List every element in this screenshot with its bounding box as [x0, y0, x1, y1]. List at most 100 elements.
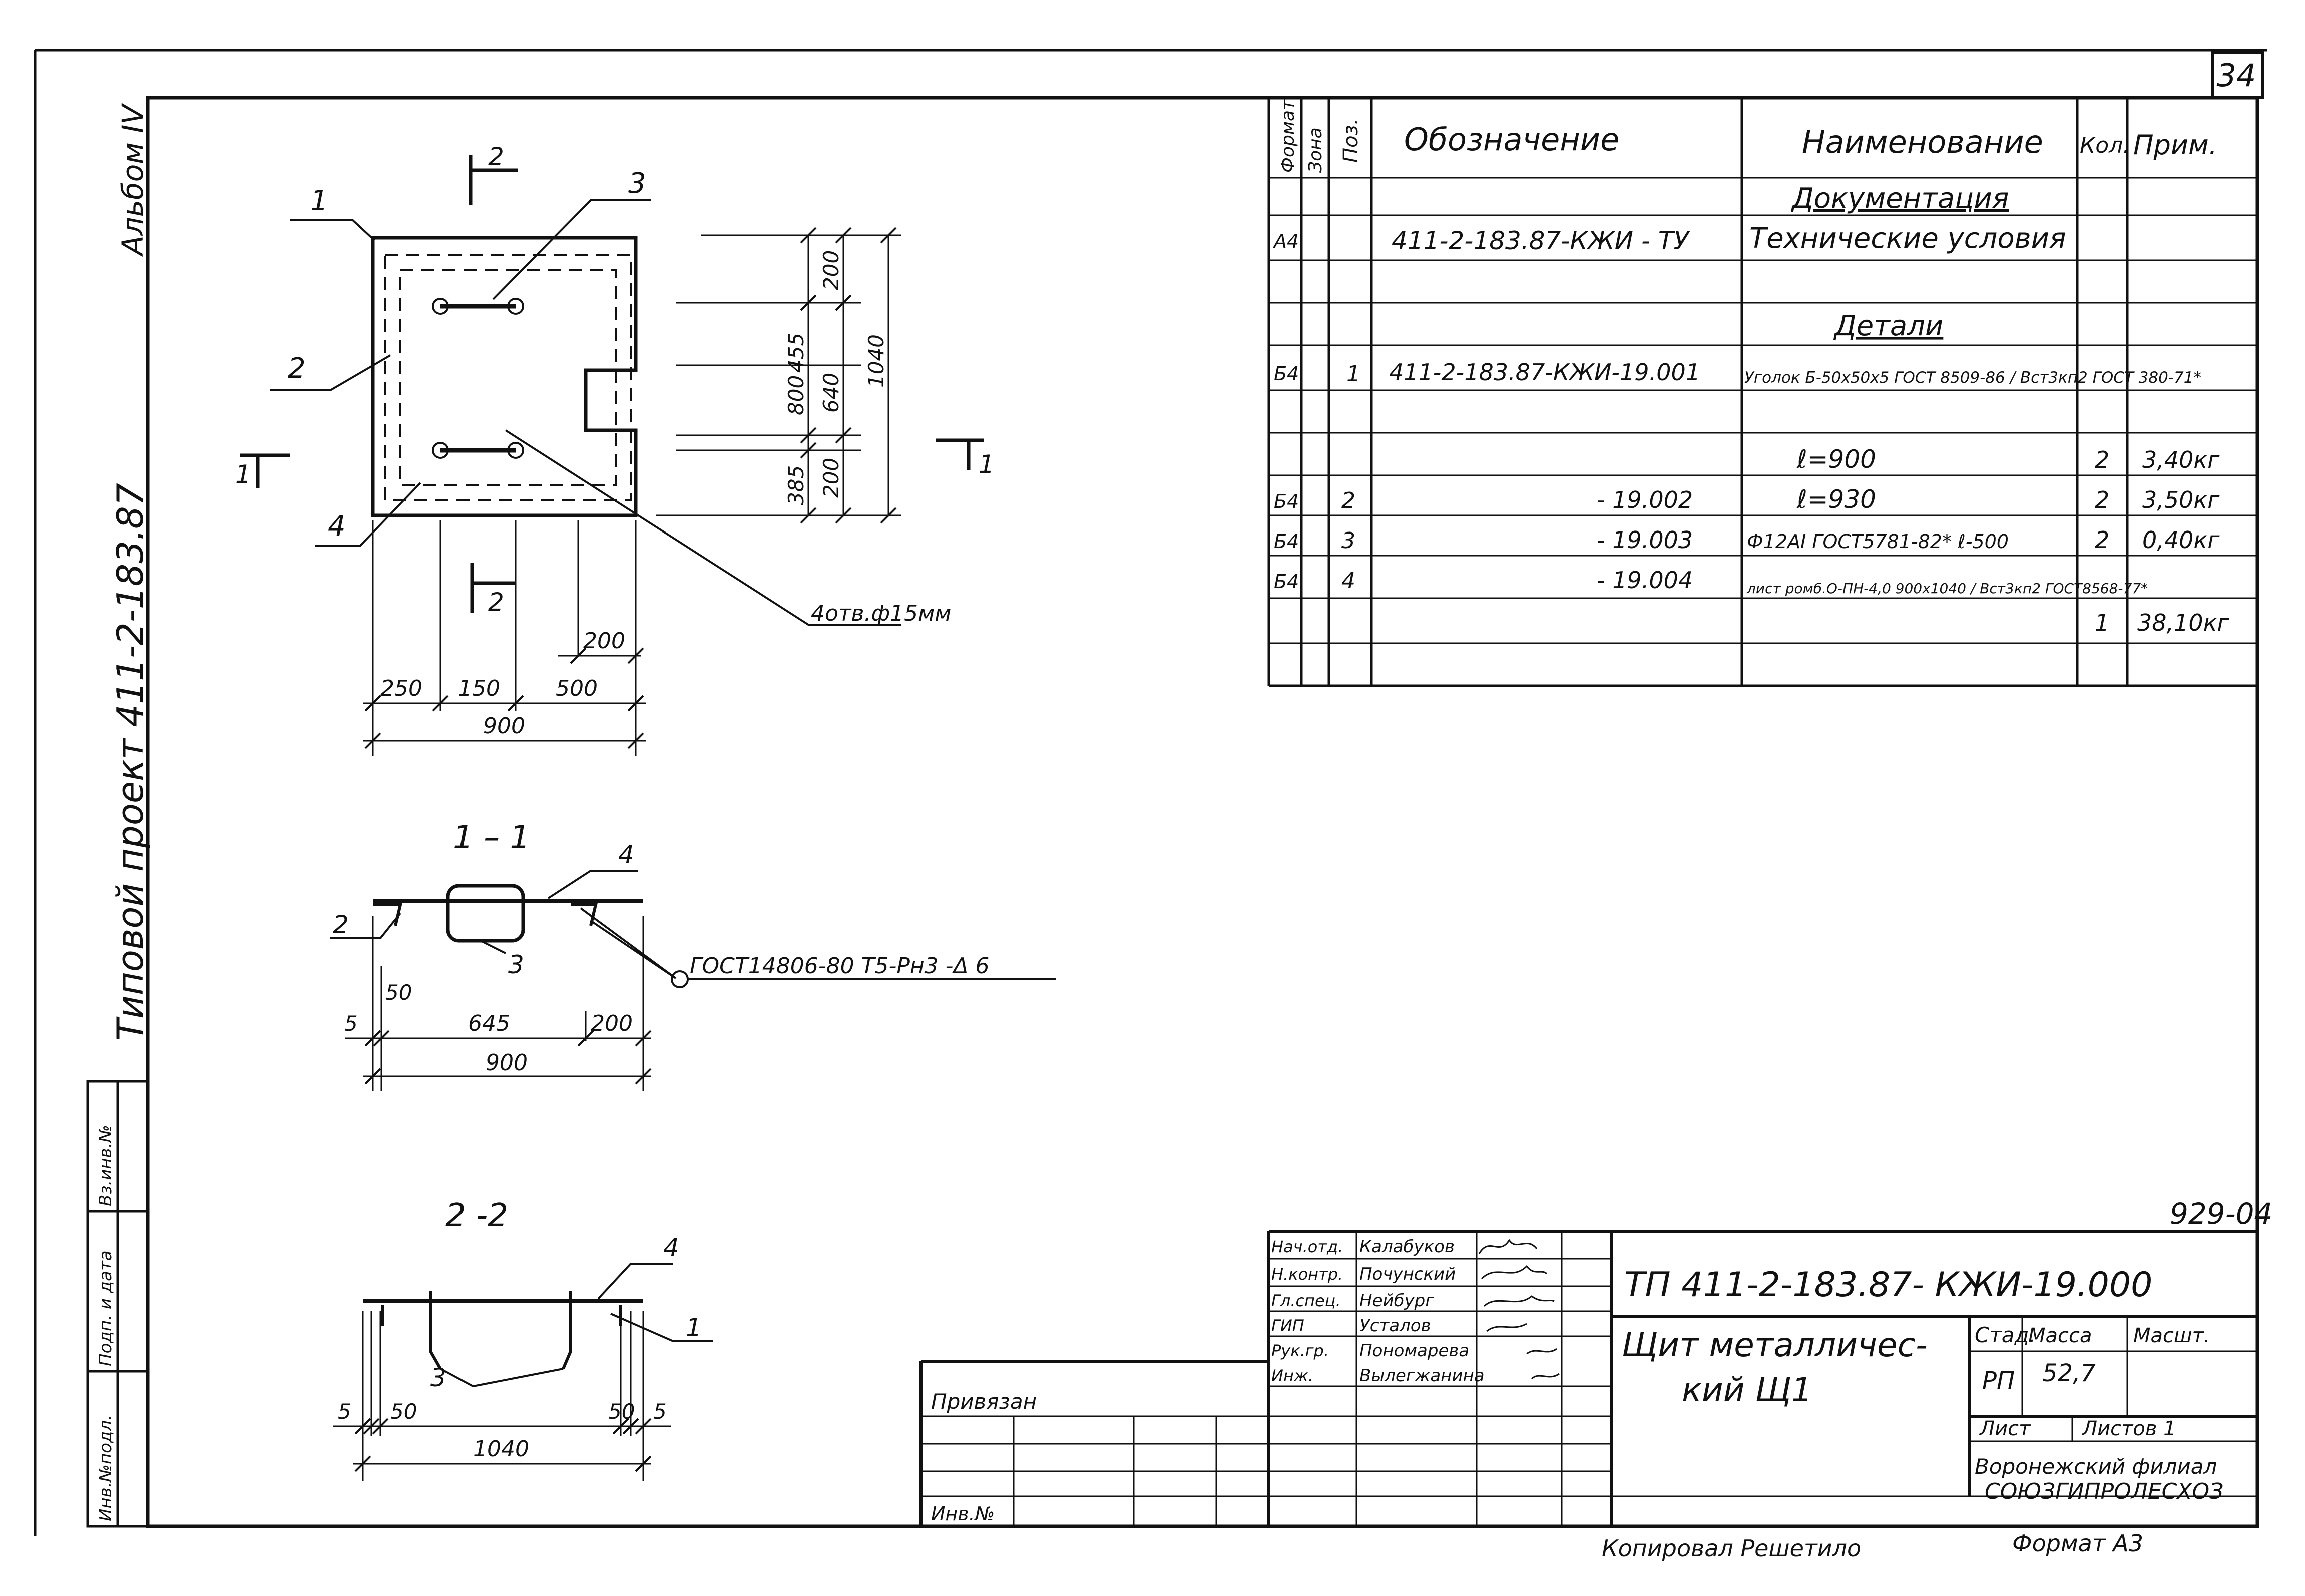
title-line-2: кий Щ1	[1682, 1371, 1812, 1409]
section-1-bar	[446, 884, 525, 943]
dim-bottom-150: 150	[458, 676, 500, 701]
spec-row-4-pos: 1	[1346, 361, 1360, 387]
sig-name-2: Почунский	[1359, 1264, 1456, 1284]
dim-right-455: 455	[784, 333, 808, 373]
spec-row-4-designation: 411-2-183.87-КЖИ-19.001	[1389, 359, 1700, 386]
spec-row-7-format: Б4	[1274, 530, 1299, 553]
section-1-pos-3: 3	[508, 950, 524, 979]
spec-row-8-format: Б4	[1274, 571, 1299, 593]
sig-role-3: Гл.спец.	[1271, 1291, 1341, 1310]
dim-bottom-900: 900	[483, 713, 525, 739]
section-1-1: 1 – 1 2 3 4 ГОСТ14806-80 Т5-Рн3 -Δ 6 5 5…	[330, 819, 1056, 1091]
stage-value: РП	[1982, 1367, 2015, 1395]
section-2-2: 2 -2 4 1 3 5 50 50 5 1040	[333, 1197, 713, 1481]
holes-note: 4отв.ф15мм	[811, 601, 951, 626]
spec-row-6-pos: 2	[1341, 488, 1355, 513]
plan-dims-right: 200 455 640 800 1040 385 200	[656, 227, 901, 524]
section-1-dim-200: 200	[591, 1011, 633, 1036]
hole-1	[432, 298, 449, 315]
sig-name-1: Калабуков	[1359, 1237, 1455, 1257]
spec-header-name: Наименование	[1802, 124, 2043, 160]
spec-row-7-pos: 3	[1341, 528, 1355, 554]
project-label: Типовой проект 411-2-183.87	[109, 483, 151, 1041]
footer-copied: Копировал Решетило	[1602, 1535, 1861, 1562]
sheet-number: 34	[2217, 57, 2256, 94]
section-1-dim-645: 645	[468, 1011, 510, 1036]
spec-header-designation: Обозначение	[1404, 121, 1619, 158]
stamp-inv-number: Инв.№подл.	[96, 1415, 116, 1521]
spec-row-5-name: ℓ=900	[1796, 445, 1876, 474]
section-2-pos-4: 4	[663, 1233, 679, 1262]
spec-row-7-note: 0,40кг	[2142, 526, 2220, 554]
spec-row-8-note: 38,10кг	[2137, 609, 2229, 636]
spec-header-zone: Зона	[1305, 127, 1326, 173]
sig-role-2: Н.контр.	[1271, 1265, 1343, 1284]
spec-row-5-note: 3,40кг	[2142, 446, 2220, 473]
spec-row-8-designation: - 19.004	[1597, 567, 1693, 594]
section-1-dim-5: 5	[344, 1011, 358, 1036]
side-stamp: Инв.№подл. Подп. и дата Вз.инв.№	[86, 1080, 149, 1528]
spec-row-7-name: Ф12АI ГОСТ5781-82* ℓ-500	[1747, 530, 2009, 553]
section-2-dim-5-right: 5	[653, 1399, 667, 1424]
spec-row-7-designation: - 19.003	[1597, 526, 1693, 554]
plan-section-mark-2-top: 2	[488, 142, 504, 171]
sig-role-1: Нач.отд.	[1271, 1237, 1343, 1256]
sig-role-5: Рук.гр.	[1271, 1341, 1329, 1360]
spec-row-8-pos: 4	[1341, 568, 1355, 594]
spec-row-details: Детали	[1833, 310, 1943, 342]
footer-format: Формат А3	[2012, 1530, 2143, 1557]
spec-row-6-name: ℓ=930	[1796, 485, 1876, 514]
spec-row-8-name: лист ромб.О-ПН-4,0 900х1040 / Вст3кп2 ГО…	[1746, 580, 2148, 597]
stamp-sign-date: Подп. и дата	[96, 1250, 116, 1366]
section-2-pos-1: 1	[686, 1313, 702, 1342]
section-2-dim-5-left: 5	[338, 1399, 351, 1424]
dim-right-1040: 1040	[864, 334, 888, 388]
org-line-2: СОЮЗГИПРОЛЕСХОЗ	[1985, 1479, 2223, 1504]
spec-header-note: Прим.	[2133, 129, 2217, 161]
dim-right-200-bottom: 200	[819, 458, 843, 498]
weld-symbol	[671, 970, 689, 988]
document-code: ТП 411-2-183.87- КЖИ-19.000	[1624, 1265, 2152, 1305]
spec-row-6-qty: 2	[2095, 486, 2109, 513]
angle-frame-hidden	[384, 254, 632, 501]
plan-pos-1: 1	[310, 185, 328, 217]
section-1-dim-900: 900	[486, 1050, 528, 1076]
stage-label: Стад.	[1975, 1323, 2036, 1347]
dim-right-200-top: 200	[819, 250, 843, 290]
section-1-pos-4: 4	[618, 840, 634, 869]
sheet-label: Лист	[1979, 1417, 2031, 1440]
section-2-dim-1040: 1040	[473, 1436, 529, 1462]
spec-row-4-name: Уголок Б-50х50х5 ГОСТ 8509-86 / Вст3кп2 …	[1744, 369, 2201, 387]
plan-view: 1 2 3 4 4отв.ф15мм 2 2 1 1 200 455 640 8…	[235, 142, 995, 756]
stamp-vz-inv: Вз.инв.№	[96, 1125, 116, 1206]
dim-bottom-200: 200	[583, 628, 625, 654]
sheets-label: Листов 1	[2081, 1417, 2176, 1440]
album-label: Альбом IV	[116, 103, 150, 257]
dim-bottom-500: 500	[556, 676, 598, 701]
spec-header-format: Формат	[1278, 99, 1298, 173]
section-2-title: 2 -2	[445, 1197, 508, 1234]
section-1-pos-2: 2	[333, 910, 349, 939]
mass-label: Масса	[2028, 1324, 2092, 1347]
tied-label: Привязан	[931, 1389, 1037, 1414]
hole-3	[432, 442, 449, 459]
weld-note: ГОСТ14806-80 Т5-Рн3 -Δ 6	[690, 953, 990, 979]
dim-bottom-250: 250	[380, 676, 422, 701]
spec-row-6-note: 3,50кг	[2142, 486, 2220, 513]
plan-section-mark-2-bottom: 2	[488, 588, 504, 617]
plan-section-mark-1-right: 1	[979, 450, 995, 479]
plan-pos-3: 3	[628, 167, 646, 200]
angle-frame-inner	[399, 269, 617, 486]
spec-row-documentation: Документация	[1790, 182, 2009, 215]
signature-scribbles	[1478, 1239, 1560, 1380]
sig-name-5: Пономарева	[1359, 1341, 1469, 1361]
plan-pos-2: 2	[288, 352, 306, 385]
sig-name-4: Усталов	[1359, 1316, 1431, 1336]
spec-row-6-designation: - 19.002	[1597, 486, 1693, 513]
org-line-1: Воронежский филиал	[1975, 1454, 2217, 1479]
plan-section-mark-1-left: 1	[235, 460, 251, 489]
inv-label: Инв.№	[931, 1503, 995, 1525]
panel-outline	[371, 236, 638, 517]
dim-right-800: 800	[784, 375, 808, 415]
section-1-title: 1 – 1	[453, 819, 530, 856]
